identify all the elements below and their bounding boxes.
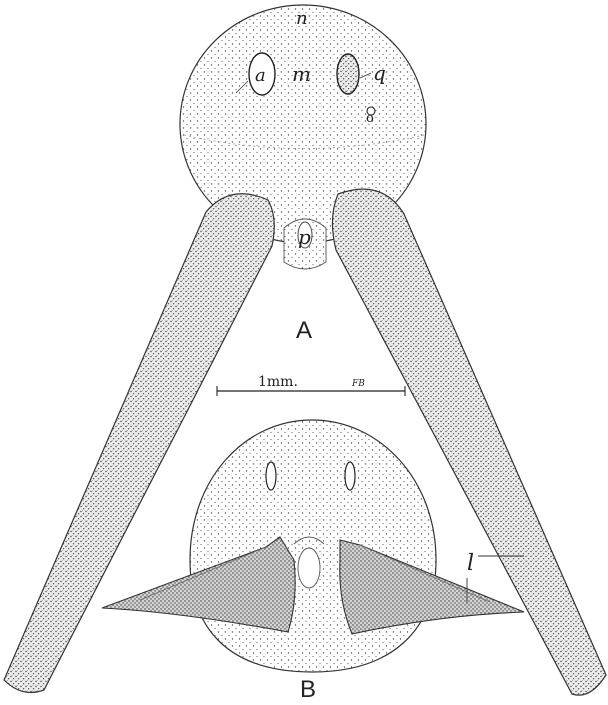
panel-label-a: A xyxy=(296,317,312,344)
panel-label-b: B xyxy=(300,676,316,703)
central-pore-b xyxy=(298,548,320,588)
label-a: a xyxy=(255,65,266,86)
head-capsule-b xyxy=(190,420,436,672)
organ-right-b xyxy=(345,462,355,490)
artist-initials: FB xyxy=(351,379,365,389)
label-l: l xyxy=(467,551,474,576)
scale-bar: 1mm. FB xyxy=(217,374,405,396)
label-n: n xyxy=(296,8,308,29)
scale-bar-text: 1mm. xyxy=(258,374,298,390)
label-q: q xyxy=(373,61,386,85)
label-o: o xyxy=(366,111,374,126)
label-p: p xyxy=(298,225,311,249)
organ-right xyxy=(337,54,359,94)
organ-left-b xyxy=(266,462,276,490)
label-m: m xyxy=(292,62,311,86)
